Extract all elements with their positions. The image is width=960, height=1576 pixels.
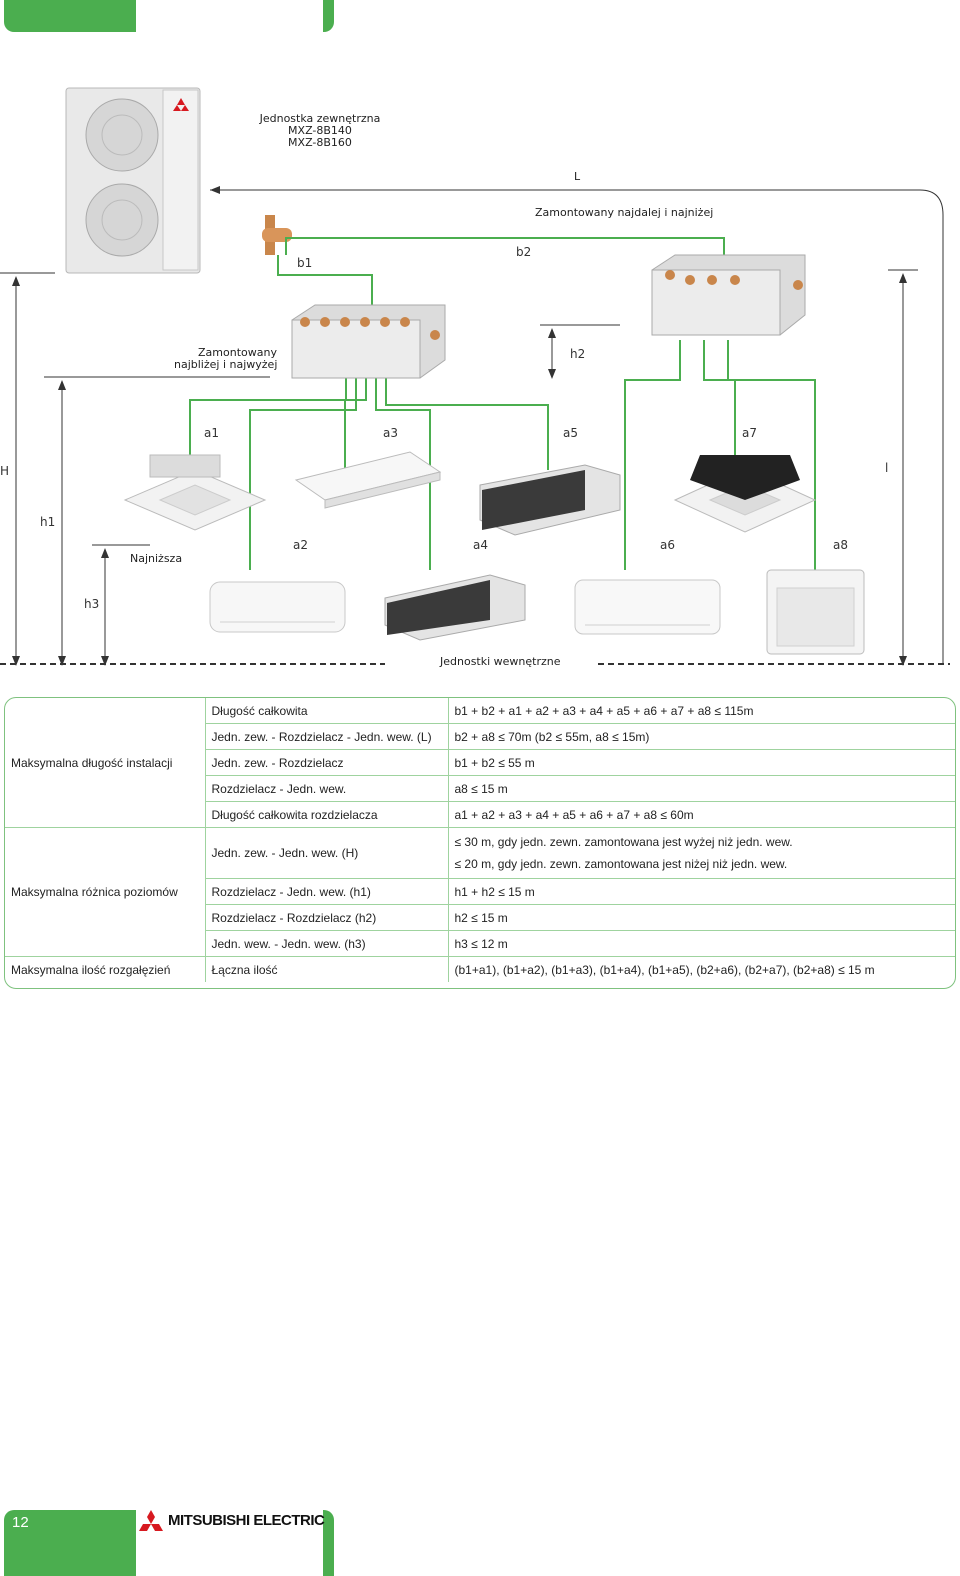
label-b1: b1 bbox=[297, 256, 313, 270]
lowest-label: Najniższa bbox=[130, 552, 183, 565]
footer-tab-left bbox=[4, 1510, 136, 1576]
label-a4: a4 bbox=[473, 538, 488, 552]
outdoor-model-2: MXZ-8B160 bbox=[288, 136, 352, 149]
row-value: h1 + h2 ≤ 15 m bbox=[448, 878, 955, 905]
group-label: Maksymalna długość instalacji bbox=[5, 698, 206, 828]
label-a1: a1 bbox=[204, 426, 219, 440]
near-label-2: najbliżej i najwyżej bbox=[174, 358, 278, 371]
indoor-unit-a8-floor bbox=[766, 569, 865, 655]
label-a2: a2 bbox=[293, 538, 308, 552]
table-row: Rozdzielacz - Jedn. wew. a8 ≤ 15 m bbox=[5, 775, 955, 802]
row-value-line: ≤ 30 m, gdy jedn. zewn. zamontowana jest… bbox=[454, 835, 793, 849]
label-a8: a8 bbox=[833, 538, 848, 552]
outdoor-model-1: MXZ-8B140 bbox=[288, 124, 352, 137]
indoor-unit-a3-ceiling bbox=[294, 451, 442, 509]
label-a5: a5 bbox=[563, 426, 578, 440]
label-b2: b2 bbox=[516, 245, 532, 259]
table-row: Rozdzielacz - Jedn. wew. (h1) h1 + h2 ≤ … bbox=[5, 878, 955, 905]
installation-diagram: Jednostka zewnętrzna MXZ-8B140 MXZ-8B160… bbox=[0, 80, 960, 680]
row-key: Jedn. zew. - Rozdzielacz bbox=[205, 749, 449, 776]
table-row: Jedn. wew. - Jedn. wew. (h3) h3 ≤ 12 m bbox=[5, 930, 955, 957]
row-value: b1 + b2 + a1 + a2 + a3 + a4 + a5 + a6 + … bbox=[448, 698, 955, 724]
row-key: Jedn. zew. - Jedn. wew. (H) bbox=[205, 827, 449, 879]
table-row: Jedn. zew. - Rozdzielacz - Jedn. wew. (L… bbox=[5, 723, 955, 750]
spec-table: Maksymalna długość instalacji Długość ca… bbox=[4, 697, 956, 989]
row-value: h3 ≤ 12 m bbox=[448, 930, 955, 957]
row-value: a1 + a2 + a3 + a4 + a5 + a6 + a7 + a8 ≤ … bbox=[448, 801, 955, 828]
near-label-1: Zamontowany bbox=[198, 346, 277, 359]
branch-box-2 bbox=[651, 254, 806, 336]
indoor-unit-a5-duct bbox=[479, 464, 621, 536]
row-key: Długość całkowita rozdzielacza bbox=[205, 801, 449, 828]
label-a3: a3 bbox=[383, 426, 398, 440]
outdoor-unit bbox=[65, 87, 201, 274]
table-row: Maksymalna ilość rozgałęzień Łączna iloś… bbox=[5, 956, 955, 982]
row-key: Rozdzielacz - Jedn. wew. bbox=[205, 775, 449, 802]
group-label: Maksymalna różnica poziomów bbox=[5, 827, 206, 957]
indoor-unit-a1-cassette bbox=[123, 454, 267, 531]
label-H: H bbox=[0, 464, 10, 478]
table-row: Maksymalna długość instalacji Długość ca… bbox=[5, 698, 955, 828]
indoor-units-label: Jednostki wewnętrzne bbox=[440, 655, 561, 668]
row-key: Długość całkowita bbox=[205, 698, 449, 724]
label-l: l bbox=[885, 461, 889, 475]
refrigerant-pipes bbox=[189, 237, 816, 570]
row-key: Jedn. zew. - Rozdzielacz - Jedn. wew. (L… bbox=[205, 723, 449, 750]
label-a7: a7 bbox=[742, 426, 757, 440]
table-row: Rozdzielacz - Rozdzielacz (h2) h2 ≤ 15 m bbox=[5, 904, 955, 931]
row-value-line: ≤ 20 m, gdy jedn. zewn. zamontowana jest… bbox=[454, 857, 788, 871]
table-row: Długość całkowita rozdzielacza a1 + a2 +… bbox=[5, 801, 955, 828]
pipe-tee-fitting bbox=[262, 215, 292, 255]
label-h3: h3 bbox=[84, 597, 100, 611]
table-row: Jedn. zew. - Rozdzielacz b1 + b2 ≤ 55 m bbox=[5, 749, 955, 776]
group-label: Maksymalna ilość rozgałęzień bbox=[5, 956, 206, 982]
row-value: b2 + a8 ≤ 70m (b2 ≤ 55m, a8 ≤ 15m) bbox=[448, 723, 955, 750]
row-value: a8 ≤ 15 m bbox=[448, 775, 955, 802]
label-a6: a6 bbox=[660, 538, 675, 552]
mitsubishi-logo-icon bbox=[139, 1510, 163, 1531]
row-value: h2 ≤ 15 m bbox=[448, 904, 955, 931]
header-tab-right bbox=[323, 0, 334, 32]
row-value-multi: ≤ 30 m, gdy jedn. zewn. zamontowana jest… bbox=[448, 827, 955, 879]
indoor-unit-a7-cassette bbox=[673, 455, 817, 533]
indoor-unit-a2-wall bbox=[209, 581, 346, 633]
outdoor-title: Jednostka zewnętrzna bbox=[259, 112, 381, 125]
table-row: Maksymalna różnica poziomów Jedn. zew. -… bbox=[5, 827, 955, 957]
brand-name: MITSUBISHI ELECTRIC bbox=[168, 1512, 325, 1529]
far-label: Zamontowany najdalej i najniżej bbox=[535, 206, 714, 219]
row-key: Jedn. wew. - Jedn. wew. (h3) bbox=[205, 930, 449, 957]
label-h1: h1 bbox=[40, 515, 56, 529]
header-tab-left bbox=[4, 0, 136, 32]
label-h2: h2 bbox=[570, 347, 586, 361]
indoor-unit-a6-wall bbox=[574, 579, 721, 635]
branch-box-1 bbox=[291, 304, 446, 379]
page-number: 12 bbox=[12, 1514, 29, 1531]
row-value: (b1+a1), (b1+a2), (b1+a3), (b1+a4), (b1+… bbox=[454, 962, 875, 977]
row-key: Łączna ilość bbox=[205, 956, 449, 982]
footer-tab-right bbox=[323, 1510, 334, 1576]
row-key: Rozdzielacz - Jedn. wew. (h1) bbox=[205, 878, 449, 905]
indoor-unit-a4-duct bbox=[384, 574, 526, 641]
row-key: Rozdzielacz - Rozdzielacz (h2) bbox=[205, 904, 449, 931]
row-value: b1 + b2 ≤ 55 m bbox=[448, 749, 955, 776]
label-L: L bbox=[574, 170, 581, 183]
